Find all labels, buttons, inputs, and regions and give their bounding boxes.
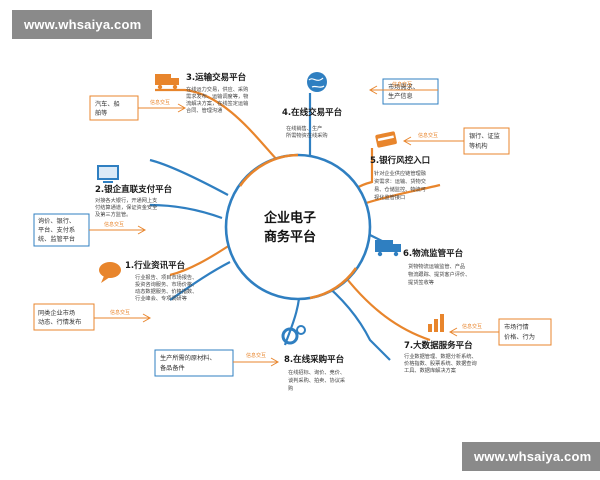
- node-n4-box: 市场需求、 生产信息: [382, 78, 439, 105]
- tag-n5: 信息交互: [418, 132, 438, 139]
- node-n1-box-line-1: 同类企业市场: [38, 309, 75, 317]
- node-n1-desc-3: 动态数据服务、价格指数、: [135, 287, 197, 295]
- node-n1-desc-4: 行业峰会、专项调研等: [135, 294, 187, 302]
- node-n3-desc-4: 合同、管理沟通: [186, 106, 223, 114]
- node-n5-box-line-1: 银行、证监: [469, 132, 500, 140]
- node-n7-box-line-1: 市场行情: [504, 323, 529, 331]
- logistics-truck-icon: [375, 240, 401, 257]
- connector-n1: [169, 244, 231, 277]
- node-n1-box-line-2: 动态、行情发布: [38, 318, 81, 326]
- node-n3-desc-2: 需求发布、运输调度等，物: [186, 92, 248, 100]
- truck-icon: [155, 74, 179, 90]
- node-n2-box-line-3: 统、监管平台: [38, 235, 75, 243]
- connector-extra-1: [149, 158, 229, 196]
- node-n7-desc-3: 工具、数据库解决方案: [404, 366, 457, 374]
- node-n5-desc-2: 资需求：运输、货物交: [374, 177, 426, 185]
- center-arc-orange-2: [309, 267, 358, 300]
- node-n3-box-line-1: 汽车、船: [95, 100, 120, 108]
- node-n8-box: 生产所需的原材料、 备品备件: [154, 349, 234, 377]
- node-n5-box-line-2: 等机构: [469, 142, 488, 150]
- node-n3-box: 汽车、船 舶等: [89, 95, 139, 121]
- bar-chart-icon: [428, 314, 444, 332]
- node-n4-box-line-2: 生产信息: [388, 92, 413, 100]
- node-n4-box-line-1: 市场需求、: [388, 83, 419, 91]
- node-n8-box-line-2: 备品备件: [160, 364, 185, 372]
- center-arc-orange-1: [238, 153, 299, 187]
- node-n1-title: 1.行业资讯平台: [125, 260, 186, 271]
- node-n5-title: 5.银行风控入口: [370, 155, 430, 166]
- node-n7-title: 7.大数据服务平台: [404, 340, 473, 351]
- tag-n3: 信息交互: [150, 99, 170, 106]
- watermark-top: www.whsaiya.com: [12, 10, 152, 39]
- connector-n7: [339, 269, 431, 342]
- connector-extra-4: [359, 183, 441, 207]
- node-n7-desc-1: 行业数据管理、数据分析系统、: [404, 352, 477, 360]
- node-n3-desc-1: 在线运力交易，供应、采购: [186, 85, 248, 93]
- bank-card-icon: [375, 131, 397, 148]
- node-n1-box: 同类企业市场 动态、行情发布: [33, 303, 95, 331]
- gears-icon: [281, 325, 306, 345]
- node-n7-desc-2: 价格指数、股票系统、数据查询: [404, 359, 477, 367]
- connector-extra-2: [169, 261, 231, 301]
- node-n8-box-line-1: 生产所需的原材料、: [160, 354, 216, 362]
- computer-payment-icon: [97, 165, 119, 183]
- watermark-bottom: www.whsaiya.com: [462, 442, 600, 471]
- node-n7-box: 市场行情 价格、行为: [498, 318, 552, 346]
- node-n4-desc-1: 在线销售、生产: [286, 124, 322, 132]
- node-n5-box: 银行、证监 等机构: [463, 127, 510, 155]
- node-n3-desc-3: 流解决方案，在线签定运输: [186, 99, 249, 107]
- node-n6-desc-2: 物流跟踪、提货客户评价、: [408, 270, 470, 278]
- tag-n1: 信息交互: [110, 309, 130, 316]
- node-n2-box-line-1: 询价、银行、: [38, 217, 75, 225]
- node-n3-title: 3.运输交易平台: [186, 72, 247, 83]
- tag-n7: 信息交互: [462, 323, 482, 330]
- node-n4-title: 4.在线交易平台: [282, 107, 343, 118]
- chat-bubble-icon: [99, 262, 121, 283]
- tag-n4: 信息交互: [392, 81, 412, 88]
- node-n2-desc-1: 对接各大银行，开通网上支: [95, 196, 157, 204]
- node-n3-box-line-2: 舶等: [95, 109, 107, 117]
- tag-n2: 信息交互: [104, 221, 124, 228]
- node-n1-desc-2: 投资咨询服务、市场价格、: [135, 280, 197, 288]
- node-n8-title: 8.在线采购平台: [284, 354, 345, 365]
- node-n6-title: 6.物流监管平台: [403, 248, 464, 259]
- globe-icon: [307, 72, 327, 92]
- node-n6-desc-1: 货物物流运输监管、产品: [408, 262, 465, 270]
- node-n8-desc-2: 谈判采购、拍卖、协议采: [288, 376, 345, 384]
- node-n2-box-line-2: 平台、支付系: [38, 226, 75, 234]
- info-exchange-tags: [89, 85, 499, 367]
- node-n2-desc-2: 付结算通道，保证资金安全: [95, 203, 158, 211]
- node-n2-box: 询价、银行、 平台、支付系 统、监管平台: [33, 213, 90, 247]
- node-n5-desc-4: 视化监管接口: [374, 193, 405, 201]
- node-n6-desc-3: 提货签收等: [408, 278, 434, 286]
- node-n5-desc-1: 针对企业供应链管理融: [374, 169, 426, 177]
- node-n1-desc-1: 行业报告、项目市场报告、: [135, 273, 197, 281]
- node-n8-desc-3: 购: [288, 384, 293, 392]
- center-title-line2: 商务平台: [264, 229, 316, 245]
- center-title-line1: 企业电子: [263, 210, 316, 226]
- node-n4-desc-2: 所需物资在线采购: [286, 131, 328, 139]
- connector-n2: [149, 203, 223, 220]
- node-n7-box-line-2: 价格、行为: [504, 333, 535, 341]
- tag-n8: 信息交互: [246, 352, 266, 359]
- node-n8-desc-1: 在线招标、询价、竞价、: [288, 368, 345, 376]
- node-n2-title: 2.银企直联支付平台: [95, 184, 173, 195]
- node-n5-desc-3: 易、仓储监控、物流可: [374, 185, 426, 193]
- node-n2-desc-3: 及第三方监管。: [95, 210, 131, 218]
